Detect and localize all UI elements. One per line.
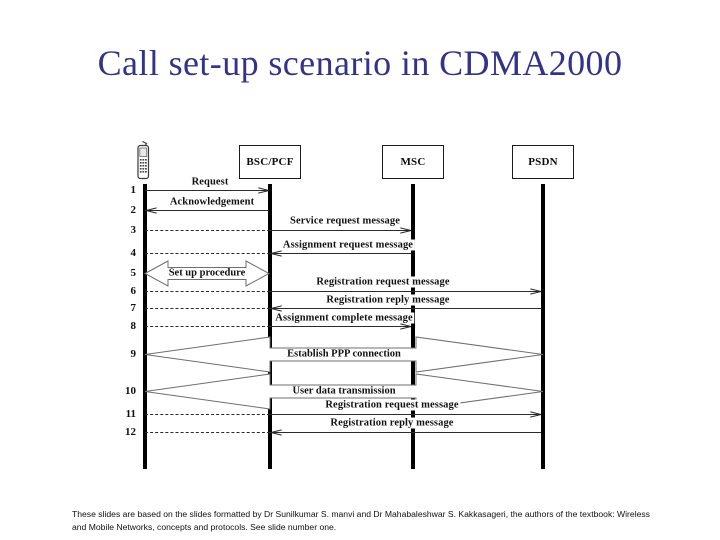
message-line-registration-reply-2 bbox=[270, 432, 541, 433]
message-line-request bbox=[145, 190, 269, 191]
guide-line bbox=[145, 253, 270, 254]
message-label: Acknowledgement bbox=[167, 196, 257, 208]
step-number: 2 bbox=[130, 204, 137, 216]
guide-line bbox=[145, 291, 270, 292]
message-line-acknowledgement bbox=[145, 210, 269, 211]
node-label-msc: MSC bbox=[400, 156, 426, 168]
guide-line bbox=[145, 414, 270, 415]
message-label: Service request message bbox=[288, 215, 402, 227]
step-number: 3 bbox=[130, 224, 137, 236]
message-line-registration-request bbox=[270, 291, 541, 292]
step-number: 7 bbox=[130, 302, 137, 314]
step-number: 9 bbox=[130, 348, 137, 360]
step-number: 1 bbox=[130, 184, 137, 196]
message-label: Registration request message bbox=[323, 399, 461, 411]
message-label: Registration reply message bbox=[328, 417, 456, 429]
call-setup-sequence-diagram: BSC/PCF MSC PSDN 1 2 3 4 5 6 7 8 9 10 11… bbox=[120, 132, 590, 482]
lifeline-psdn bbox=[541, 184, 545, 469]
mobile-handset-icon bbox=[134, 140, 153, 182]
block-arrow-setup-procedure bbox=[144, 260, 270, 287]
node-box-msc: MSC bbox=[382, 145, 444, 179]
node-box-bsc-pcf: BSC/PCF bbox=[239, 145, 301, 179]
step-number: 6 bbox=[130, 285, 137, 297]
guide-line bbox=[145, 326, 270, 327]
guide-line bbox=[145, 432, 270, 433]
lifeline-msc bbox=[411, 184, 415, 469]
step-number: 8 bbox=[130, 320, 137, 332]
guide-line bbox=[145, 230, 270, 231]
message-line-service-request bbox=[270, 230, 411, 231]
message-line-registration-request-2 bbox=[270, 414, 541, 415]
message-label: Registration request message bbox=[314, 276, 452, 288]
step-number: 4 bbox=[130, 247, 137, 259]
block-arrow-label: User data transmission bbox=[292, 385, 396, 397]
node-label-bsc-pcf: BSC/PCF bbox=[246, 156, 294, 168]
step-number: 11 bbox=[125, 408, 136, 420]
page-title: Call set-up scenario in CDMA2000 bbox=[97, 43, 623, 83]
block-arrow-establish-ppp bbox=[144, 336, 544, 373]
message-label: Request bbox=[189, 176, 231, 188]
message-label: Assignment complete message bbox=[273, 312, 415, 324]
step-number: 10 bbox=[125, 385, 136, 397]
message-line-registration-reply bbox=[270, 308, 541, 309]
guide-line bbox=[145, 308, 270, 309]
message-line-assignment-request bbox=[270, 253, 411, 254]
step-number: 5 bbox=[130, 267, 137, 279]
node-label-psdn: PSDN bbox=[528, 156, 558, 168]
message-label: Registration reply message bbox=[324, 294, 452, 306]
step-number: 12 bbox=[125, 426, 136, 438]
message-label: Assignment request message bbox=[280, 239, 416, 251]
block-arrow-label: Establish PPP connection bbox=[287, 348, 401, 360]
block-arrow-label: Set up procedure bbox=[168, 267, 246, 279]
slide-footer-credits: These slides are based on the slides for… bbox=[72, 509, 650, 532]
message-line-assignment-complete bbox=[270, 326, 411, 327]
node-box-psdn: PSDN bbox=[512, 145, 574, 179]
